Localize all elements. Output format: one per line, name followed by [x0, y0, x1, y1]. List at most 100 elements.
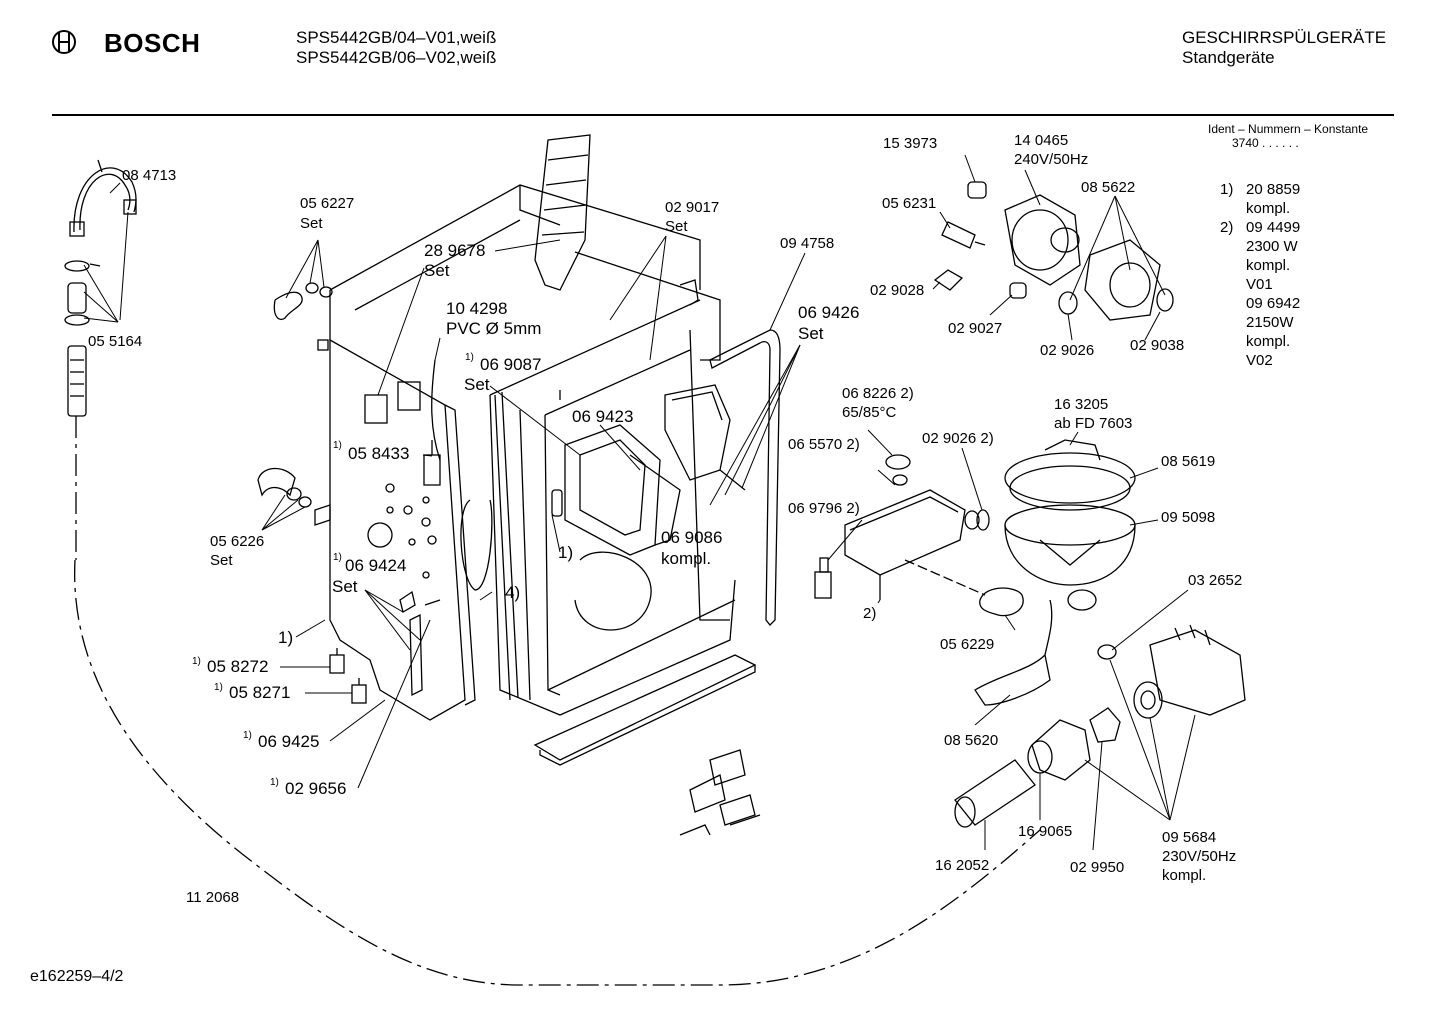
label-2: 2): [863, 605, 876, 622]
label-289678-set: Set: [424, 261, 450, 280]
filter-sump: [1004, 439, 1136, 611]
label-056229: 05 6229: [940, 636, 994, 653]
label-029026: 02 9026: [1040, 342, 1094, 359]
water-valve-095684: [1133, 624, 1246, 719]
bosch-logo-icon: [52, 30, 76, 54]
hose-line-112068: [74, 559, 1041, 986]
footnote-1-key: 1): [1220, 181, 1234, 198]
label-163205-b: ab FD 7603: [1054, 415, 1132, 432]
label-4: 4): [505, 583, 520, 602]
thermostat-068226: [885, 454, 911, 486]
bracket-029028: [933, 269, 964, 291]
label-068226-b: 65/85°C: [842, 404, 897, 421]
footnote-2-key: 2): [1220, 219, 1234, 236]
footnote-1-line: 20 8859: [1246, 181, 1301, 198]
label-069424-set: Set: [332, 577, 358, 596]
hose-085620: [974, 599, 1053, 706]
label-140465-b: 240V/50Hz: [1014, 151, 1088, 168]
brand-name: BOSCH: [104, 28, 201, 58]
label-095684-b: 230V/50Hz: [1162, 848, 1236, 865]
label-094758: 09 4758: [780, 235, 834, 252]
ident-title: Ident – Nummern – Konstante: [1208, 122, 1369, 136]
seal-094758: [709, 329, 781, 626]
sup-058271: 1): [214, 682, 223, 693]
label-085622: 08 5622: [1081, 179, 1135, 196]
label-029027: 02 9027: [948, 320, 1002, 337]
door-panel: [314, 338, 476, 721]
footnote-2-line: kompl.: [1246, 333, 1291, 350]
label-029656: 02 9656: [285, 779, 346, 798]
document-code: e162259–4/2: [30, 968, 124, 985]
label-095684-c: kompl.: [1162, 867, 1206, 884]
label-029026-2: 02 9026 2): [922, 430, 994, 447]
label-140465: 14 0465: [1014, 132, 1068, 149]
label-069086: 06 9086: [661, 528, 722, 547]
label-029950: 02 9950: [1070, 859, 1124, 876]
footnote-2-line: 2300 W: [1246, 238, 1298, 255]
model-list: SPS5442GB/04–V01,weiß SPS5442GB/06–V02,w…: [296, 28, 496, 68]
model-2: SPS5442GB/06–V02,weiß: [296, 48, 497, 67]
switch-069796: [814, 557, 832, 599]
fitting-169065: [1027, 719, 1091, 781]
switch-058272: [329, 648, 345, 674]
tub-cabinet: [329, 184, 736, 716]
footnote-1-line: kompl.: [1246, 200, 1291, 217]
label-095098: 09 5098: [1161, 509, 1215, 526]
base-plate: [533, 654, 757, 766]
footnote-2-line: 2150W: [1246, 314, 1294, 331]
pipe-162052: [954, 759, 1036, 828]
label-112068: 11 2068: [186, 889, 239, 906]
label-069423: 06 9423: [572, 407, 633, 426]
label-056226: 05 6226: [210, 533, 264, 550]
sup-069087: 1): [465, 352, 474, 363]
footnote-1: 1) 20 8859 kompl.: [1220, 180, 1300, 218]
label-069426-set: Set: [798, 324, 824, 343]
label-163205: 16 3205: [1054, 396, 1108, 413]
label-058433: 05 8433: [348, 444, 409, 463]
ident-block: Ident – Nummern – Konstante 3740 . . . .…: [1208, 122, 1368, 150]
label-162052: 16 2052: [935, 857, 989, 874]
hose-clip-084713: [69, 159, 137, 237]
sup-069425: 1): [243, 730, 252, 741]
label-169065: 16 9065: [1018, 823, 1072, 840]
ident-value: 3740 . . . . . .: [1232, 136, 1299, 150]
label-104298-b: PVC Ø 5mm: [446, 319, 541, 338]
seal-029950: [1089, 707, 1121, 743]
drain-hose-pipe: [67, 345, 87, 560]
sup-069424: 1): [333, 552, 342, 563]
label-095684: 09 5684: [1162, 829, 1216, 846]
label-058271: 05 8271: [229, 683, 290, 702]
label-069087: 06 9087: [480, 355, 541, 374]
ring-029026b: [976, 509, 990, 531]
label-029028: 02 9028: [870, 282, 924, 299]
door-seal-069087: [494, 391, 519, 701]
footnote-2-line: 09 4499: [1246, 219, 1301, 236]
rod-056231: [941, 221, 986, 249]
spray-arm-289678: [534, 134, 591, 291]
footnote-2-line: kompl.: [1246, 257, 1291, 274]
header-rule: [52, 114, 1394, 116]
label-056227: 05 6227: [300, 195, 354, 212]
footnotes: 1) 20 8859 kompl. 2) 09 4499 2300 W komp…: [1220, 180, 1300, 370]
label-056227-set: Set: [300, 215, 323, 232]
leader-lines: [83, 154, 1196, 851]
label-068226: 06 8226 2): [842, 385, 914, 402]
label-069424: 06 9424: [345, 556, 406, 575]
label-084713: 08 4713: [122, 167, 176, 184]
label-029017: 02 9017: [665, 199, 719, 216]
sup-058272: 1): [192, 656, 201, 667]
detergent-dispenser-069423: [551, 424, 681, 556]
category-subtitle: Standgeräte: [1182, 48, 1275, 67]
hose-056226: [257, 467, 312, 508]
hose-056227: [273, 282, 333, 321]
label-029038: 02 9038: [1130, 337, 1184, 354]
category-title: GESCHIRRSPÜLGERÄTE: [1182, 28, 1387, 47]
pump-motor-140465: [1004, 194, 1081, 286]
switch-058271: [351, 678, 367, 704]
label-069425: 06 9425: [258, 732, 319, 751]
label-289678: 28 9678: [424, 241, 485, 260]
label-085619: 08 5619: [1161, 453, 1215, 470]
cap-153973: [967, 181, 987, 199]
label-1b: 1): [558, 543, 573, 562]
label-058272: 05 8272: [207, 657, 268, 676]
